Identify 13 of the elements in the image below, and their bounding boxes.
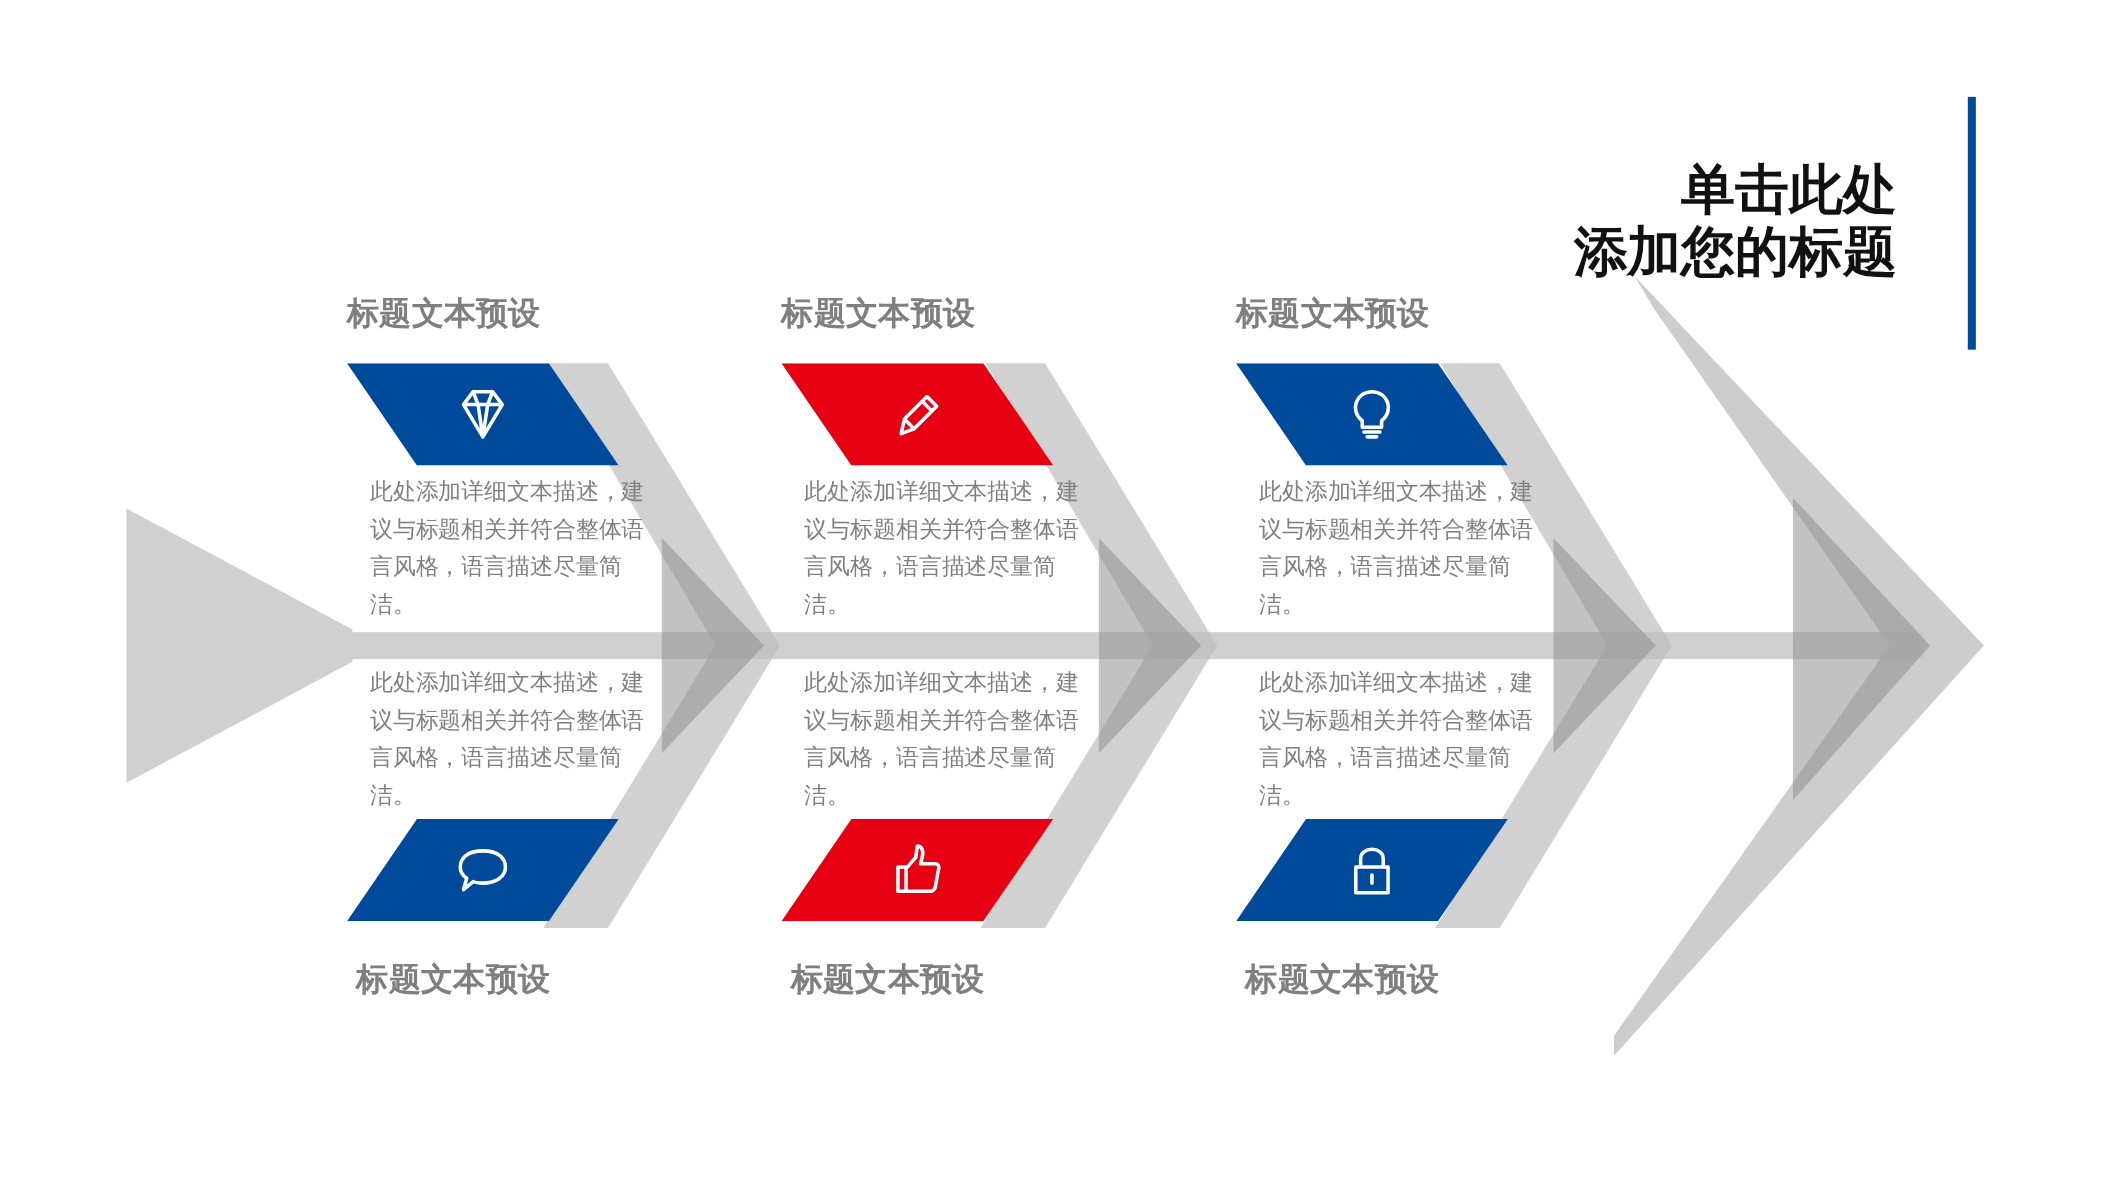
section-heading: 标题文本预设 [1236,293,1430,333]
section-heading: 标题文本预设 [347,293,541,333]
section-heading: 标题文本预设 [790,959,985,999]
section-heading: 标题文本预设 [356,959,551,999]
section-heading: 标题文本预设 [781,293,976,333]
description-text: 此处添加详细文本描述，建议与标题相关并符合整体语言风格，语言描述尽量简洁。 [1258,668,1535,811]
description-text: 此处添加详细文本描述，建议与标题相关并符合整体语言风格，语言描述尽量简洁。 [369,477,646,620]
section-heading: 标题文本预设 [1245,959,1440,999]
slide-title: 单击此处添加您的标题 [1573,159,1897,283]
description-text: 此处添加详细文本描述，建议与标题相关并符合整体语言风格，语言描述尽量简洁。 [369,668,646,811]
description-text: 此处添加详细文本描述，建议与标题相关并符合整体语言风格，语言描述尽量简洁。 [804,668,1080,811]
description-text: 此处添加详细文本描述，建议与标题相关并符合整体语言风格，语言描述尽量简洁。 [1258,477,1535,620]
description-text: 此处添加详细文本描述，建议与标题相关并符合整体语言风格，语言描述尽量简洁。 [804,477,1080,620]
